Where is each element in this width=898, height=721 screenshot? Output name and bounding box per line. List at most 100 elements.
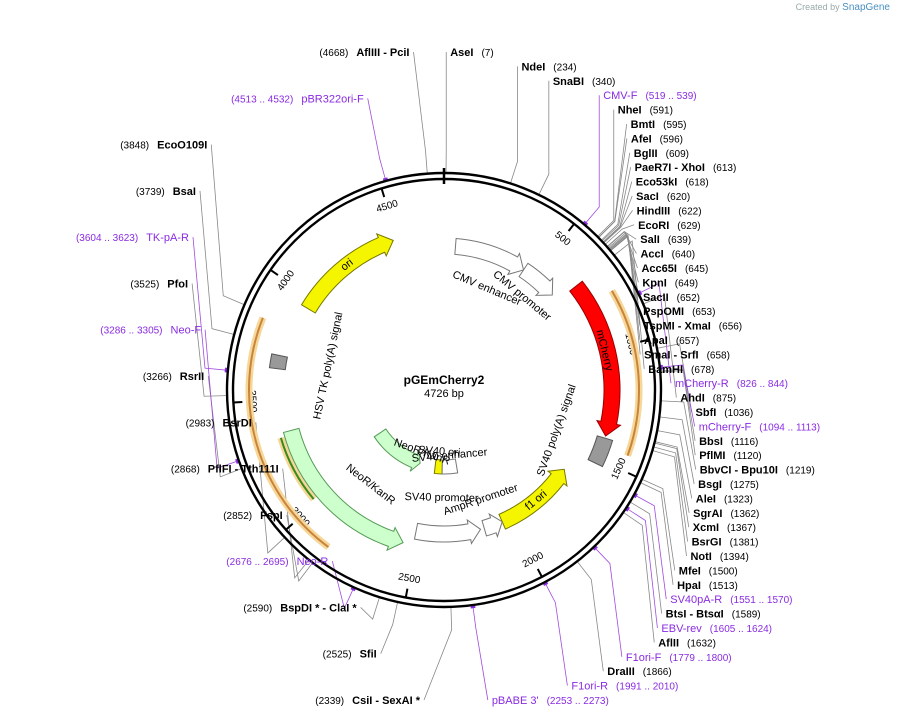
enzyme-label: BbsI(1116) (699, 436, 758, 448)
primer-arc (248, 317, 330, 548)
enzyme-label: AseI(7) (450, 47, 493, 59)
enzyme-label: BamHI(678) (648, 364, 714, 376)
enzyme-position: (2852) (223, 511, 252, 522)
tick-label: 1500 (610, 456, 629, 481)
primer-label: SV40pA-R(1551 .. 1570) (670, 594, 792, 606)
tick-mark (404, 588, 409, 598)
enzyme-position: (234) (553, 62, 576, 73)
enzyme-name: BspDI * - ClaI * (280, 602, 357, 614)
enzyme-position: (613) (713, 163, 736, 174)
tick-mark (269, 269, 279, 276)
enzyme-position: (340) (592, 77, 615, 88)
leader-line (199, 190, 234, 335)
enzyme-name: BglII (634, 148, 658, 160)
primer-label: mCherry-F(1094 .. 1113) (699, 421, 820, 433)
tick-label: 2500 (397, 572, 421, 587)
enzyme-name: SgrAI (693, 508, 722, 520)
feature-mcherry (569, 280, 622, 437)
leader-line (544, 582, 568, 686)
enzyme-label: AfeI(596) (631, 133, 683, 145)
enzyme-label: FspI(2852) (223, 510, 283, 522)
enzyme-name: BsgI (698, 479, 722, 491)
enzyme-name: BsrGI (692, 537, 722, 549)
enzyme-label: SmaI - SrfI(658) (644, 349, 730, 361)
enzyme-label: SfiI(2525) (323, 649, 377, 661)
enzyme-name: PspOMI (643, 306, 684, 318)
enzyme-name: BsaI (173, 186, 196, 198)
leader-line (413, 51, 428, 173)
enzyme-label: AccI (640) (640, 249, 695, 261)
enzyme-name: BtsI - BtsαI (666, 609, 724, 621)
tick-mark (380, 188, 386, 198)
leader-line (640, 482, 674, 585)
enzyme-label: PflMI(1120) (699, 450, 761, 462)
primer-range: (3604 .. 3623) (76, 233, 138, 244)
primer-label: Neo-F(3286 .. 3305) (100, 325, 201, 337)
enzyme-position: (609) (666, 149, 689, 160)
enzyme-name: BmtI (631, 119, 655, 131)
primer-name: mCherry-R (675, 378, 729, 390)
enzyme-name: BamHI (648, 364, 683, 376)
enzyme-name: AflIII - PciI (356, 47, 409, 59)
label-leader-lines (191, 51, 697, 701)
leader-line (655, 441, 690, 513)
plasmid-size: 4726 bp (424, 388, 464, 400)
enzyme-position: (1381) (730, 538, 759, 549)
enzyme-label: BspDI * - ClaI *(2590) (243, 602, 357, 614)
enzyme-position: (629) (677, 221, 700, 232)
enzyme-label: EcoO109I(3848) (120, 140, 207, 152)
leader-line (331, 561, 354, 610)
primer-name: SV40pA-R (670, 594, 722, 606)
primer-tick (235, 458, 239, 464)
snapgene-credit: Created by SnapGene (796, 2, 890, 13)
leader-line (660, 416, 695, 485)
leader-line (594, 547, 623, 657)
leader-line (204, 329, 239, 469)
enzyme-name: SbfI (696, 407, 717, 419)
enzyme-label: SacII(652) (643, 292, 700, 304)
enzyme-position: (3739) (136, 187, 165, 198)
leader-line (584, 95, 600, 224)
primer-label: F1ori-R(1991 .. 2010) (571, 681, 678, 693)
enzyme-position: (1394) (720, 552, 749, 563)
leader-line (255, 422, 285, 554)
enzyme-name: DraIII (607, 666, 635, 678)
primer-range: (826 .. 844) (737, 379, 788, 390)
leader-line (423, 607, 453, 701)
enzyme-label: SacI(620) (636, 191, 690, 203)
enzyme-position: (3266) (143, 372, 172, 383)
enzyme-label: AflII(1632) (658, 637, 716, 649)
enzyme-label: NdeI(234) (521, 61, 576, 73)
enzyme-position: (7) (481, 48, 493, 59)
enzyme-name: PflFI - Tth111I (208, 464, 279, 476)
enzyme-name: ApaI (644, 335, 668, 347)
enzyme-name: EcoRI (638, 220, 669, 232)
primer-range: (1605 .. 1624) (710, 624, 772, 635)
enzyme-position: (640) (672, 250, 695, 261)
enzyme-position: (656) (719, 322, 742, 333)
feature-sv40-polya (587, 435, 614, 468)
enzyme-name: NotI (690, 551, 711, 563)
primer-tick (350, 587, 356, 592)
enzyme-position: (591) (650, 106, 673, 117)
leader-line (661, 400, 697, 470)
feature-ampr-promoter (481, 512, 503, 539)
enzyme-position: (596) (660, 134, 683, 145)
enzyme-name: HpaI (677, 580, 701, 592)
tick-mark (567, 223, 575, 232)
primer-name: pBABE 3' (492, 695, 539, 707)
enzyme-position: (649) (675, 278, 698, 289)
enzyme-position: (4668) (319, 48, 348, 59)
enzyme-position: (2525) (323, 650, 352, 661)
enzyme-position: (2868) (171, 465, 200, 476)
enzyme-label: BmtI(595) (631, 119, 687, 131)
primer-range: (2253 .. 2273) (547, 696, 609, 707)
primer-tick (625, 506, 630, 512)
enzyme-name: AccI (640, 249, 663, 261)
enzyme-label: EcoRI (629) (638, 220, 701, 232)
enzyme-label: SnaBI(340) (553, 76, 616, 88)
enzyme-name: SacII (643, 292, 669, 304)
leader-line (643, 294, 677, 398)
primer-name: F1ori-F (626, 652, 662, 664)
